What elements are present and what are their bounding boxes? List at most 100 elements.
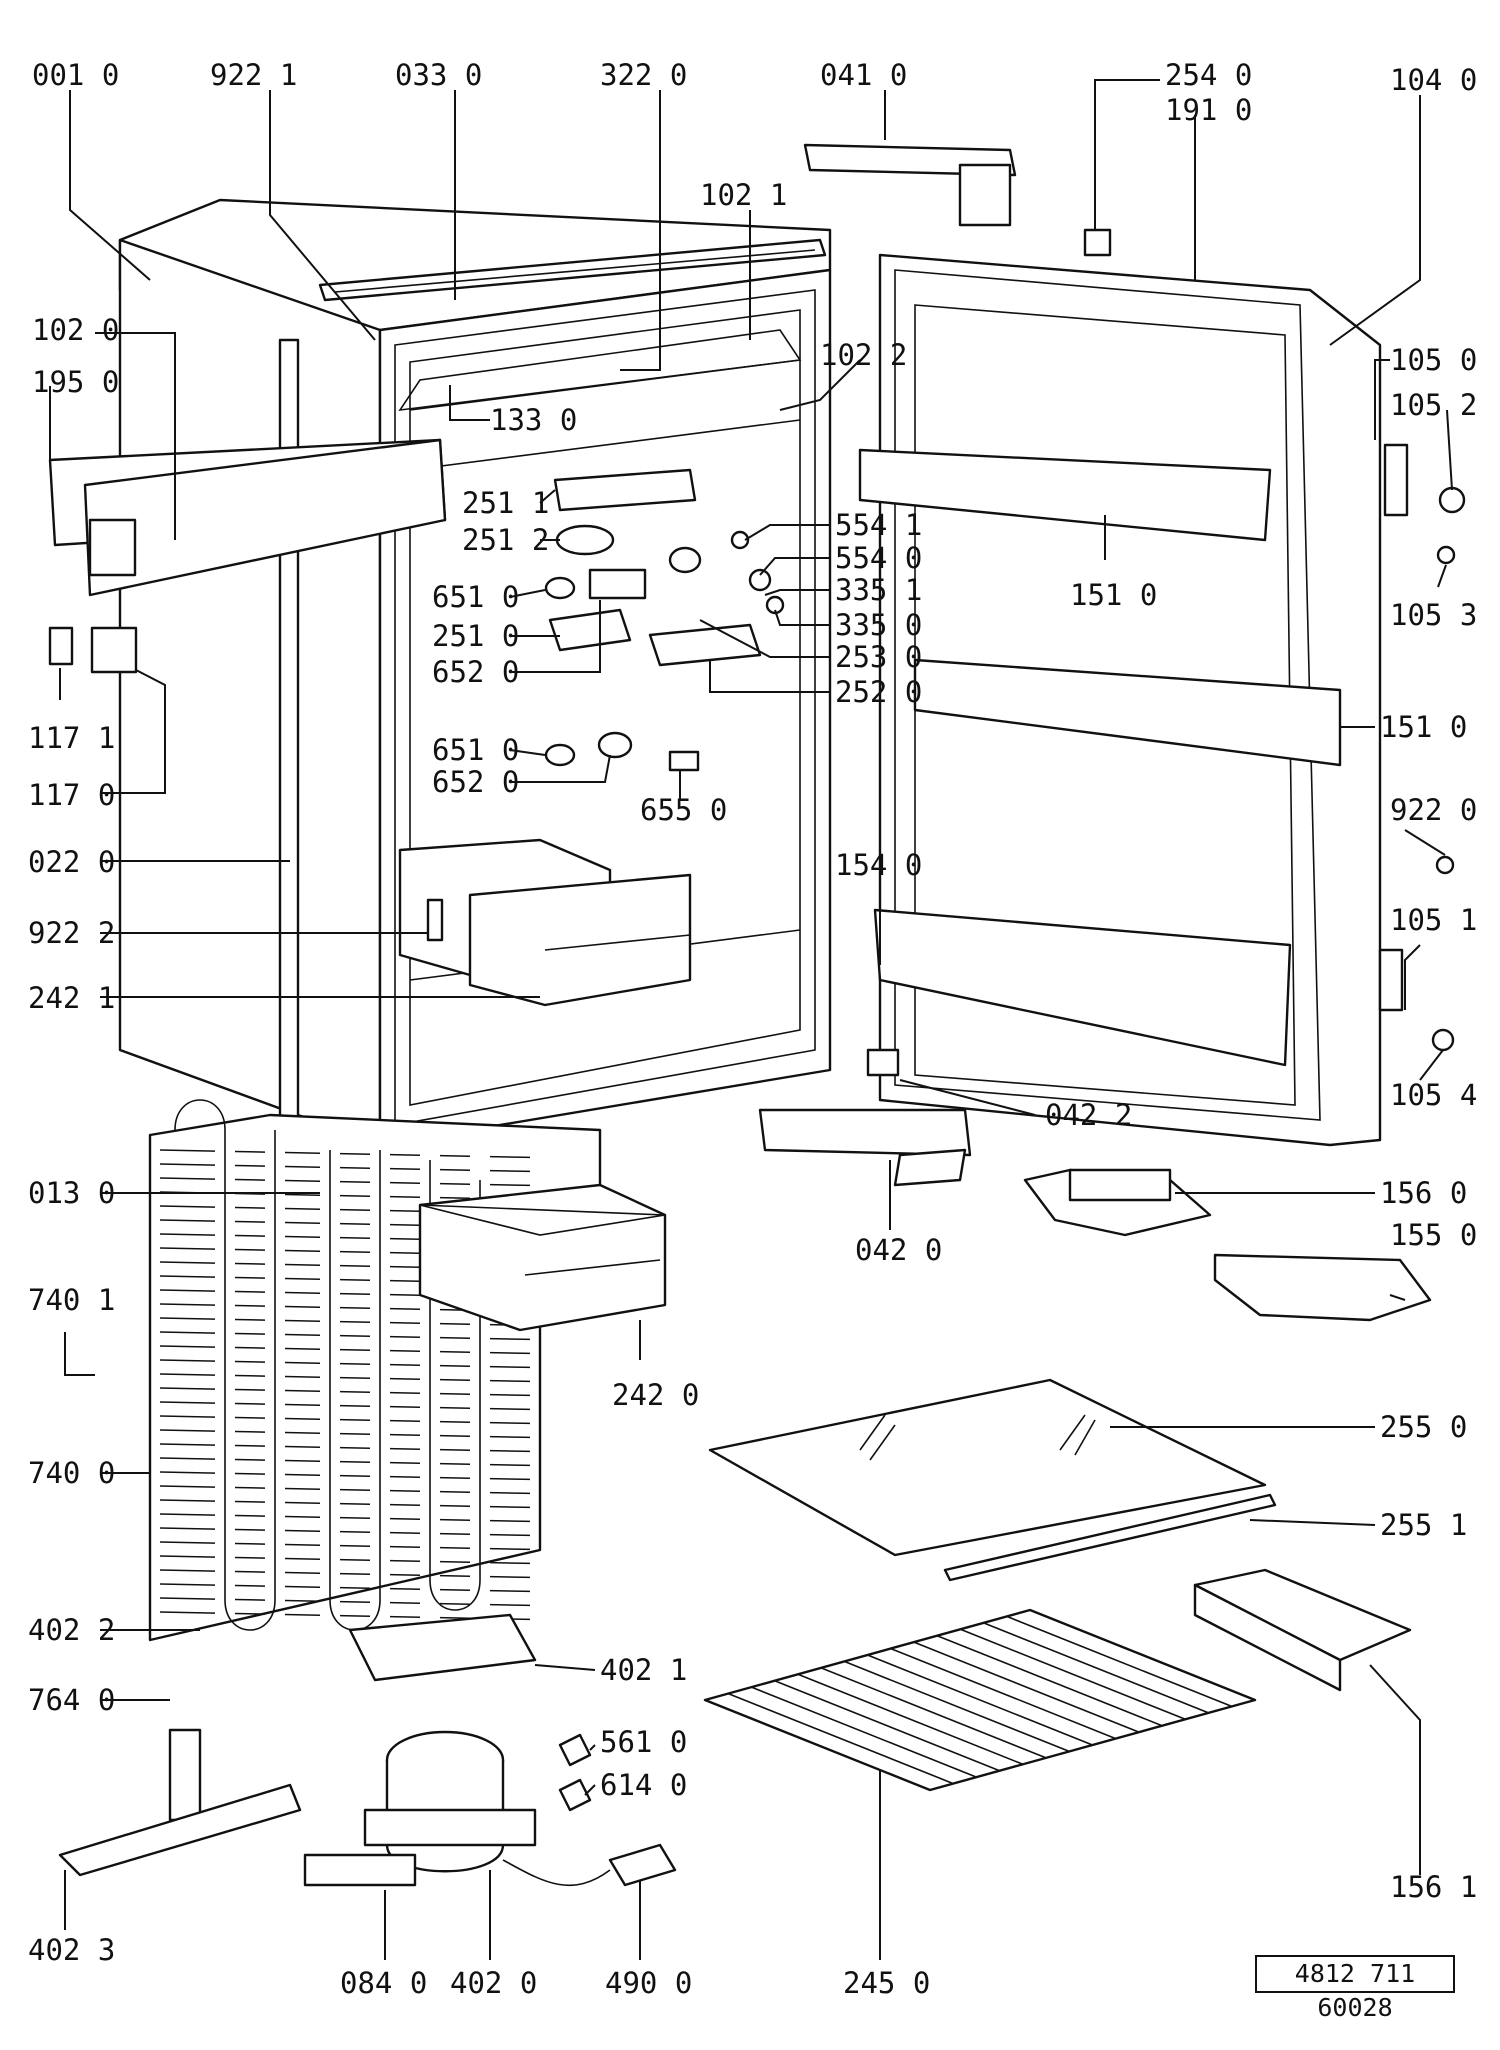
condenser-grill-line: [159, 1177, 216, 1180]
condenser-grill-line: [284, 1179, 321, 1182]
condenser-grill-line: [439, 1420, 471, 1423]
condenser-grill-line: [339, 1166, 371, 1169]
condenser-grill-line: [489, 1155, 531, 1159]
condenser-grill-line: [234, 1500, 266, 1503]
condenser-grill-line: [339, 1334, 371, 1337]
condenser-grill-line: [234, 1332, 266, 1335]
condenser-grill-line: [159, 1611, 216, 1614]
condenser-grill-line: [339, 1250, 371, 1253]
condenser-grill-line: [439, 1532, 471, 1535]
callout-740-1: 740 1: [28, 1283, 115, 1317]
condenser-grill-line: [339, 1264, 371, 1267]
condenser-grill-line: [389, 1559, 421, 1562]
condenser-grill-line: [234, 1542, 266, 1545]
wire-shelf-rod: [867, 1654, 1093, 1746]
condenser-grill-line: [389, 1153, 421, 1156]
condenser-grill-line: [234, 1290, 266, 1293]
condenser-grill-line: [159, 1443, 216, 1446]
callout-154: 154 0: [835, 848, 922, 882]
condenser-grill-line: [284, 1501, 321, 1504]
condenser-grill-line: [339, 1236, 371, 1239]
condenser-grill-line: [439, 1462, 471, 1465]
wire-shelf-rod: [843, 1660, 1070, 1753]
condenser-grill-line: [234, 1220, 266, 1223]
condenser-grill-line: [439, 1196, 471, 1199]
condenser-grill-line: [389, 1223, 421, 1226]
condenser-grill-line: [284, 1361, 321, 1364]
compressor-assembly: [58, 1613, 677, 1887]
condenser-grill-line: [389, 1377, 421, 1380]
condenser-grill-line: [389, 1517, 421, 1520]
wire-shelf-rod: [727, 1692, 954, 1785]
condenser-grill-line: [339, 1544, 371, 1547]
condenser-grill-line: [339, 1390, 371, 1393]
condenser-grill-line: [339, 1180, 371, 1183]
wire-shelf-rod: [1006, 1615, 1233, 1708]
condenser-grill-line: [284, 1375, 321, 1378]
callout-041: 041 0: [820, 58, 907, 92]
condenser-grill-line: [339, 1530, 371, 1533]
condenser-grill-line: [159, 1597, 216, 1600]
condenser-grill-line: [339, 1208, 371, 1211]
condenser-grill-line: [234, 1346, 266, 1349]
condenser-grill-line: [439, 1504, 471, 1507]
condenser-grill-line: [284, 1599, 321, 1602]
wire-shelf-rod: [983, 1622, 1209, 1714]
condenser-grill-line: [234, 1374, 266, 1377]
condenser-grill-line: [339, 1558, 371, 1561]
callout-151-0-a: 151 0: [1070, 578, 1157, 612]
condenser-grill-line: [489, 1365, 531, 1369]
condenser-grill-line: [234, 1206, 266, 1209]
condenser-grill-line: [284, 1431, 321, 1434]
condenser-grill-line: [159, 1499, 216, 1502]
callout-335-0: 335 0: [835, 608, 922, 642]
condenser-grill-line: [284, 1347, 321, 1350]
callout-102-2: 102 2: [820, 338, 907, 372]
wire-shelf-rod: [913, 1641, 1140, 1733]
callout-001: 001 0: [32, 58, 119, 92]
condenser-grill-line: [234, 1276, 266, 1279]
condenser-grill-line: [489, 1435, 531, 1439]
condenser-grill-line: [339, 1222, 371, 1225]
condenser-grill-line: [234, 1234, 266, 1237]
condenser-grill-line: [339, 1586, 371, 1589]
callout-402-2: 402 2: [28, 1613, 115, 1647]
callout-105-0: 105 0: [1390, 343, 1477, 377]
condenser-grill-line: [159, 1317, 216, 1320]
callout-253: 253 0: [835, 640, 922, 674]
condenser-grill-line: [489, 1393, 531, 1397]
condenser-grill-line: [489, 1575, 531, 1579]
condenser-grill-line: [234, 1388, 266, 1391]
callout-151-0-b: 151 0: [1380, 710, 1467, 744]
condenser-grill-line: [159, 1373, 216, 1376]
callout-155: 155 0: [1390, 1218, 1477, 1252]
condenser-grill-line: [389, 1475, 421, 1478]
callout-740-0: 740 0: [28, 1456, 115, 1490]
condenser-grill-line: [389, 1419, 421, 1422]
condenser-grill-line: [439, 1588, 471, 1591]
condenser-grill-line: [389, 1181, 421, 1184]
wire-shelf-rod: [936, 1634, 1163, 1727]
condenser-grill-line: [284, 1445, 321, 1448]
callout-764: 764 0: [28, 1683, 115, 1717]
condenser-grill-line: [284, 1277, 321, 1280]
condenser-grill-line: [284, 1193, 321, 1196]
callout-402-3: 402 3: [28, 1933, 115, 1967]
callout-191: 191 0: [1165, 93, 1252, 127]
condenser-grill-line: [489, 1407, 531, 1411]
clip-parts: [48, 626, 138, 674]
callout-105-4: 105 4: [1390, 1078, 1477, 1112]
condenser-grill-line: [339, 1362, 371, 1365]
condenser-grill-line: [284, 1389, 321, 1392]
callout-255-0: 255 0: [1380, 1410, 1467, 1444]
condenser-grill-line: [234, 1360, 266, 1363]
condenser-grill-line: [234, 1318, 266, 1321]
callout-102-0: 102 0: [32, 313, 119, 347]
condenser-grill-line: [389, 1265, 421, 1268]
condenser-grill-line: [439, 1518, 471, 1521]
condenser-grill-line: [284, 1305, 321, 1308]
condenser-grill-line: [284, 1319, 321, 1322]
condenser-grill-line: [234, 1402, 266, 1405]
condenser-grill-line: [339, 1418, 371, 1421]
condenser-grill-line: [489, 1421, 531, 1425]
